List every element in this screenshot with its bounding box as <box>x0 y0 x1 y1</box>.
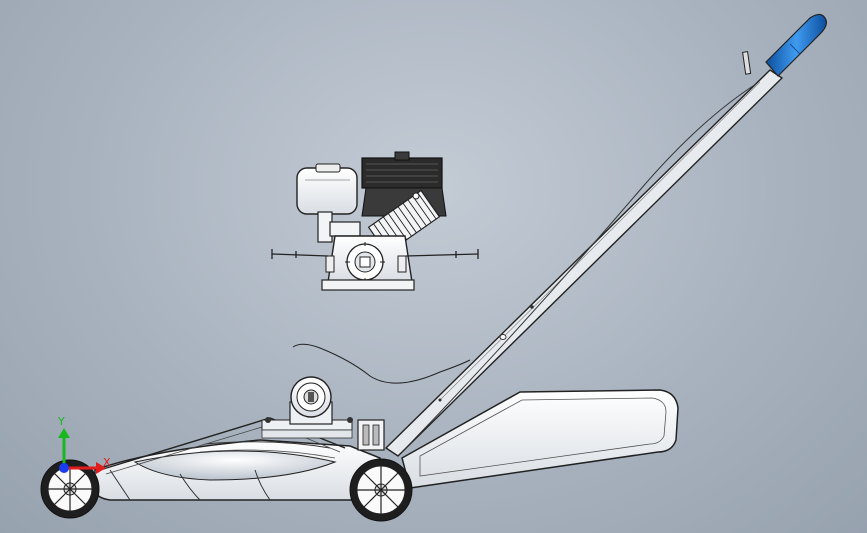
handle-bar[interactable] <box>384 51 784 457</box>
z-axis-dot <box>59 463 69 473</box>
y-axis-arrowhead <box>58 428 70 438</box>
x-axis-label: X <box>103 456 111 469</box>
crankcase[interactable] <box>321 235 415 291</box>
blade-motor[interactable] <box>265 376 353 425</box>
coordinate-triad: Y X <box>57 415 111 474</box>
mounting-rods <box>271 249 479 259</box>
throttle-cable <box>292 343 471 384</box>
engine-assembly[interactable] <box>271 151 479 291</box>
handle-grip[interactable] <box>765 13 827 77</box>
y-axis-label: Y <box>57 415 65 428</box>
x-axis-arrowhead <box>96 462 106 474</box>
front-wheel[interactable] <box>40 459 100 519</box>
grass-catcher-bag[interactable] <box>401 389 679 489</box>
mower-deck[interactable] <box>94 417 381 501</box>
fuel-tank[interactable] <box>296 163 358 215</box>
rear-wheel[interactable] <box>349 458 413 522</box>
rear-bracket[interactable] <box>357 419 385 451</box>
